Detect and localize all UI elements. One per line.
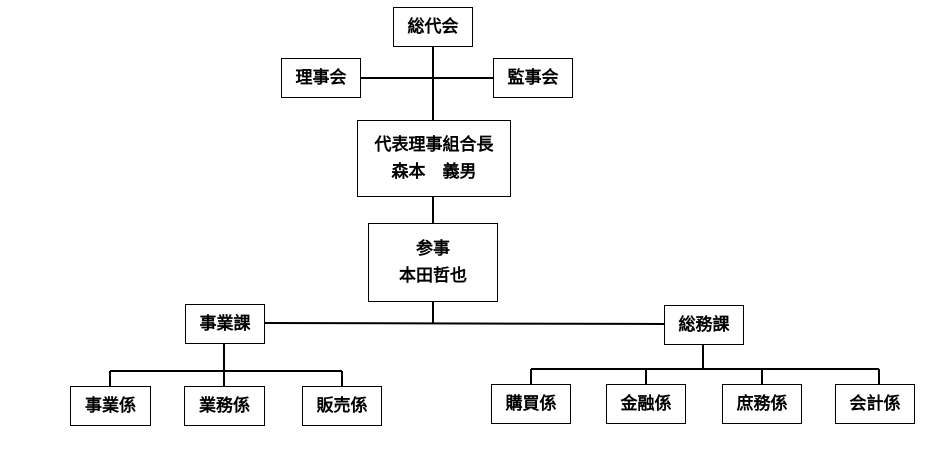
president-box: 代表理事組合長 森本 義男 xyxy=(357,120,511,197)
counselor-name: 本田哲也 xyxy=(399,265,467,286)
business-dept-label: 事業課 xyxy=(199,313,251,334)
counselor-title: 参事 xyxy=(416,239,450,260)
president-title: 代表理事組合長 xyxy=(374,135,494,156)
dept-branch-line xyxy=(264,322,665,325)
section-box: 販売係 xyxy=(302,386,382,426)
section-box: 金融係 xyxy=(606,384,686,424)
general-meeting-box: 総代会 xyxy=(393,7,473,47)
general-meeting-label: 総代会 xyxy=(407,16,459,37)
business-dept-box: 事業課 xyxy=(185,304,265,344)
section-label: 庶務係 xyxy=(736,393,788,414)
section-box: 業務係 xyxy=(184,386,265,426)
section-label: 販売係 xyxy=(316,395,368,416)
section-label: 購買係 xyxy=(505,393,557,414)
auditors-box: 監事会 xyxy=(493,58,573,98)
board-box: 理事会 xyxy=(281,58,361,98)
section-label: 会計係 xyxy=(849,393,901,414)
section-box: 購買係 xyxy=(491,384,571,424)
section-box: 庶務係 xyxy=(722,384,802,424)
section-box: 事業係 xyxy=(70,386,151,426)
general-affairs-dept-box: 総務課 xyxy=(664,305,744,345)
auditors-label: 監事会 xyxy=(507,67,559,88)
section-label: 業務係 xyxy=(199,395,250,416)
section-box: 会計係 xyxy=(835,384,915,424)
section-label: 金融係 xyxy=(620,393,672,414)
president-name: 森本 義男 xyxy=(391,161,477,182)
section-label: 事業係 xyxy=(85,395,136,416)
counselor-box: 参事 本田哲也 xyxy=(368,223,498,302)
general-affairs-dept-label: 総務課 xyxy=(678,314,730,335)
board-label: 理事会 xyxy=(295,67,347,88)
